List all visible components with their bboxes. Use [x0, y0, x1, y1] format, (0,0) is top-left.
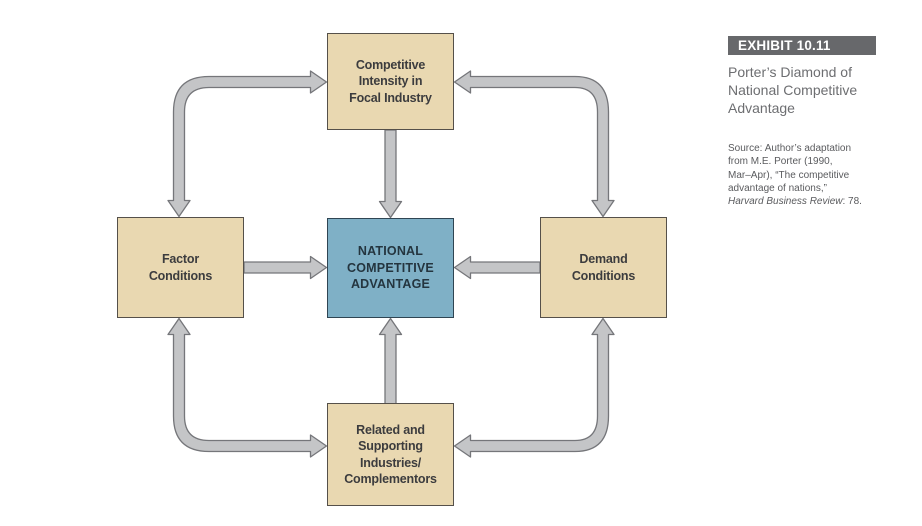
arrow-top-to-center: [378, 129, 403, 219]
arrow-elbow-top-left: [167, 70, 328, 218]
source-citation-line: Harvard Business Review: 78.: [728, 195, 908, 208]
exhibit-title: Porter’s Diamond of National Competitive…: [728, 64, 858, 116]
arrow-elbow-bottom-right: [453, 317, 615, 458]
exhibit-label: EXHIBIT 10.11: [728, 36, 876, 55]
source-page-ref: : 78.: [842, 196, 862, 208]
node-competitive-intensity: Competitive Intensity in Focal Industry: [327, 33, 454, 130]
source-journal-italic: Harvard Business Review: [728, 196, 843, 208]
arrow-elbow-bottom-left: [167, 317, 328, 458]
node-factor-conditions: Factor Conditions: [117, 217, 244, 318]
arrow-left-to-center: [243, 255, 328, 280]
node-related-supporting-industries: Related and Supporting Industries/ Compl…: [327, 403, 454, 506]
node-demand-conditions: Demand Conditions: [540, 217, 667, 318]
source-main-text: Source: Author’s adaptation from M.E. Po…: [728, 143, 852, 194]
arrow-right-to-center: [453, 255, 541, 280]
arrow-bottom-to-center: [378, 317, 403, 405]
exhibit-source: Source: Author’s adaptation from M.E. Po…: [728, 129, 908, 221]
arrow-elbow-top-right: [453, 70, 615, 218]
node-national-competitive-advantage: NATIONAL COMPETITIVE ADVANTAGE: [327, 218, 454, 318]
